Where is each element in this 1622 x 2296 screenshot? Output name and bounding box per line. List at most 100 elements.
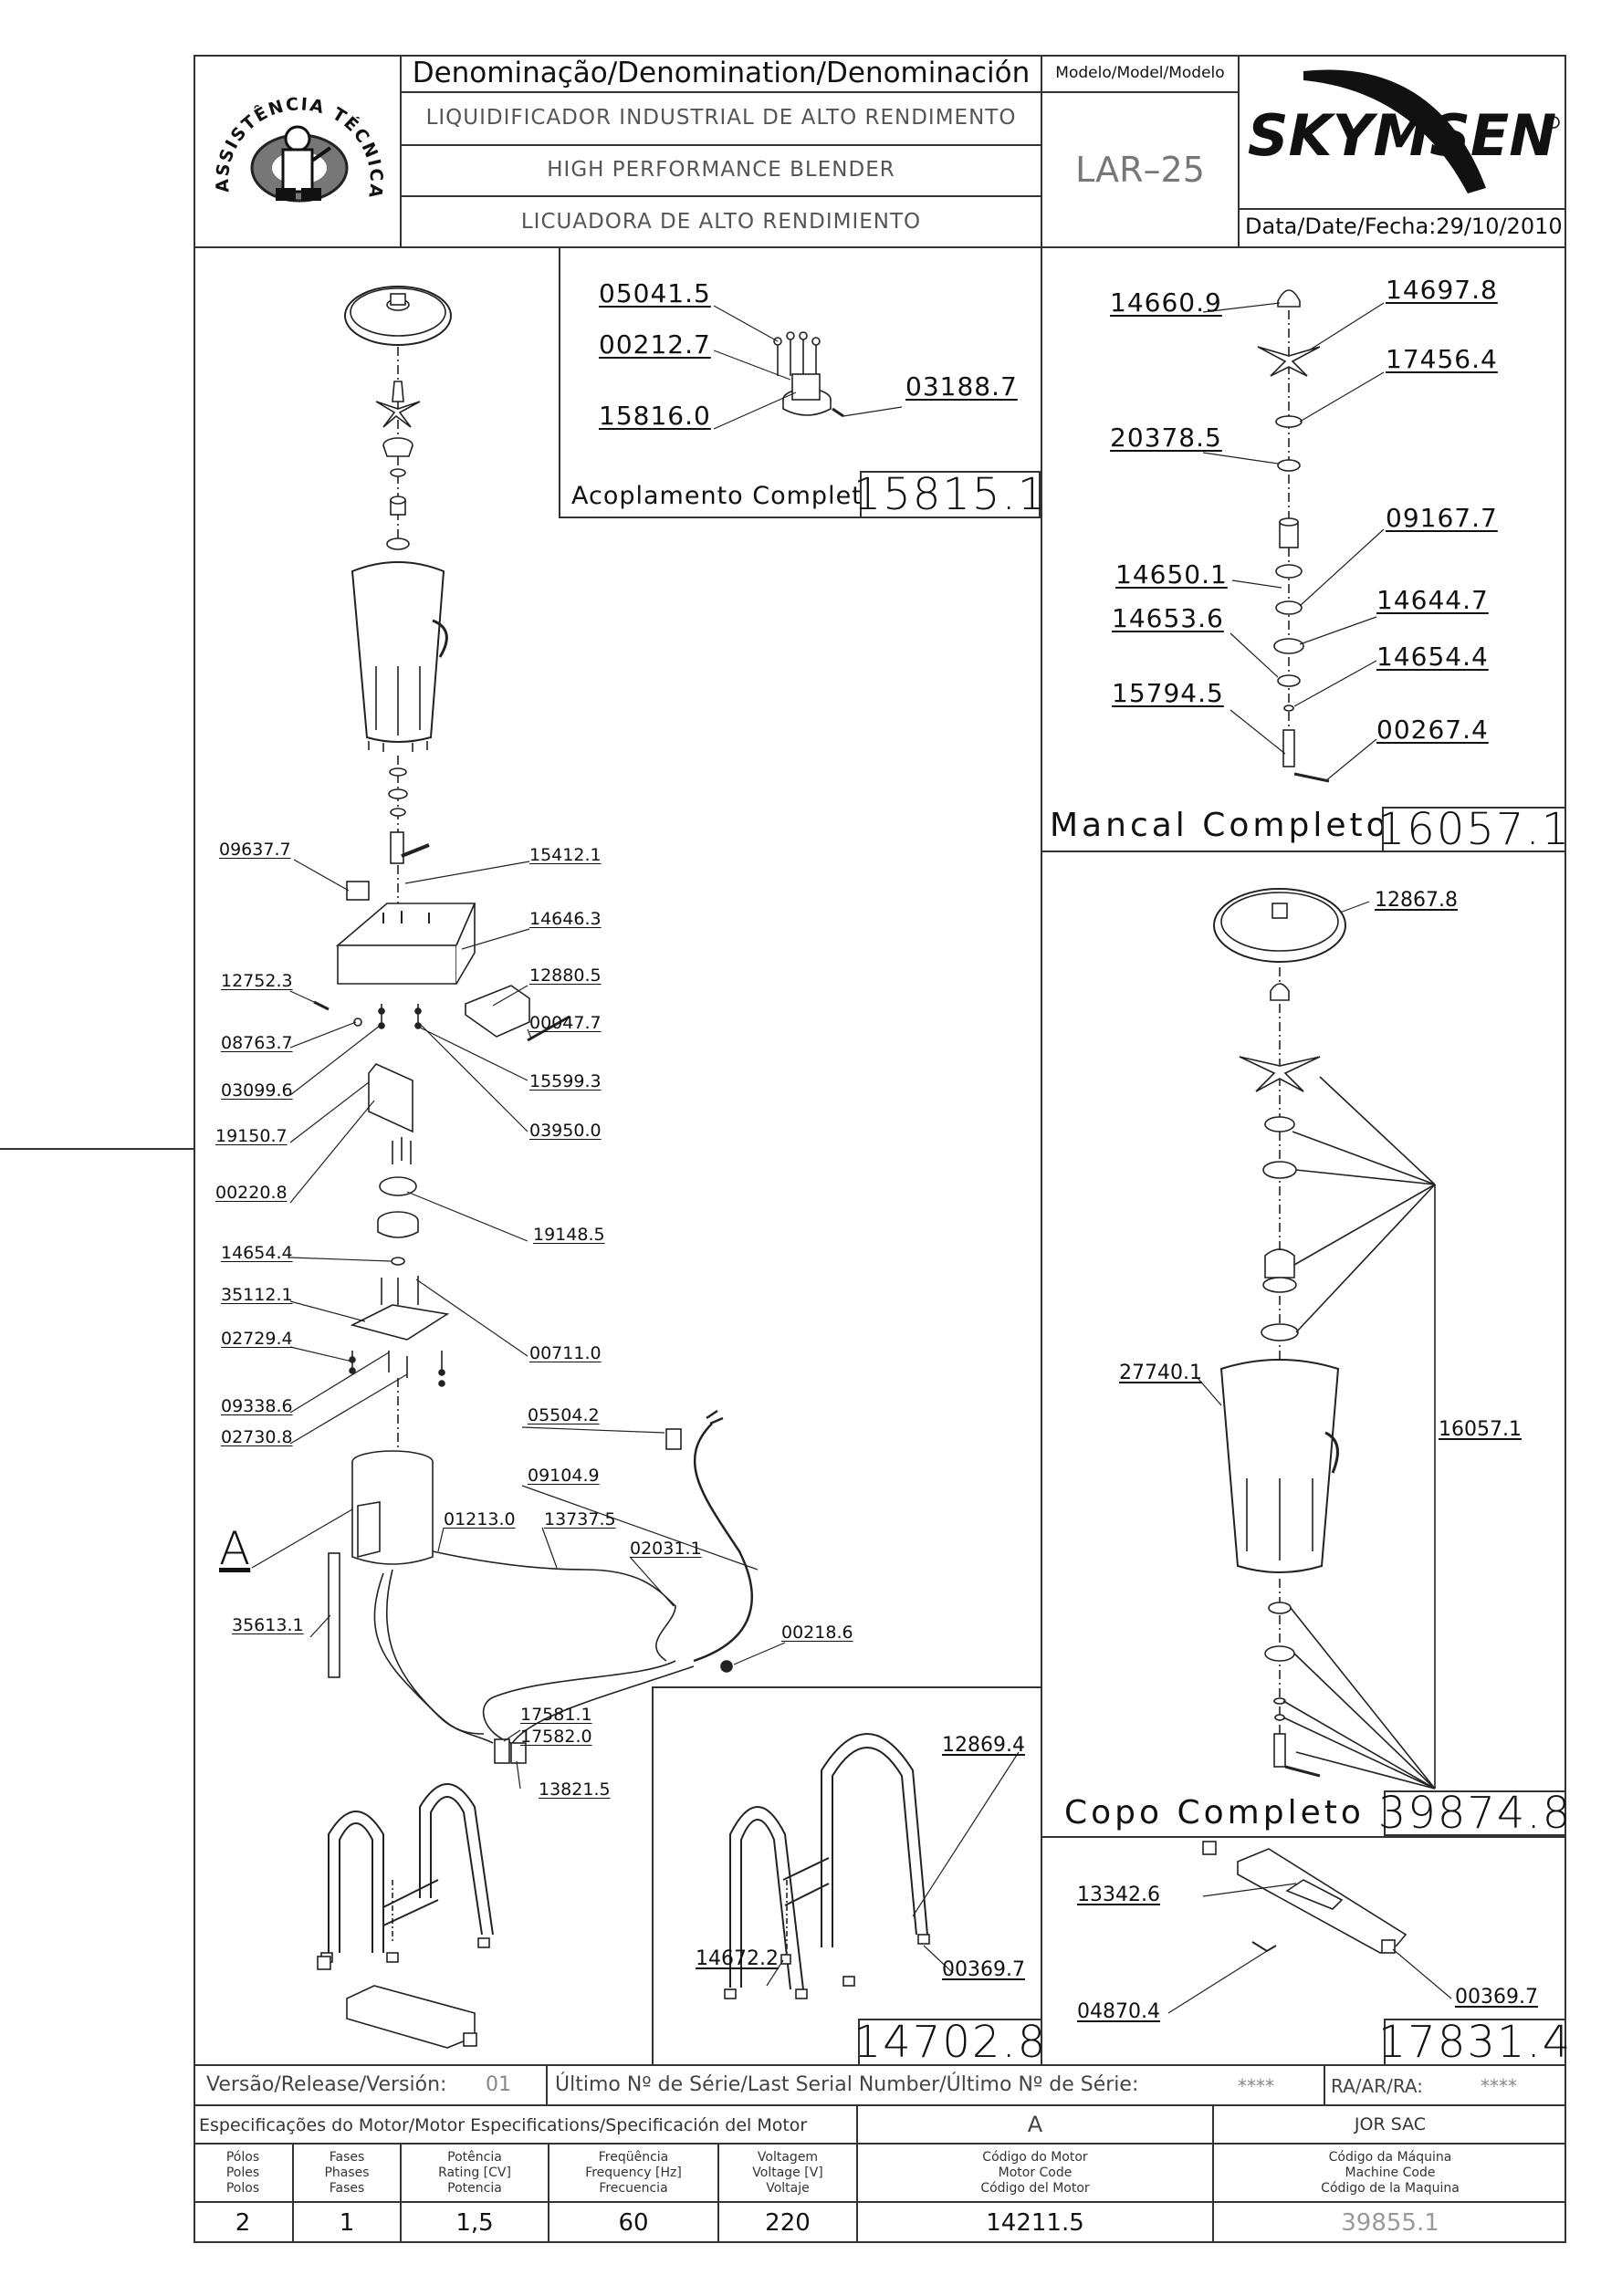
part-label: 15794.5: [1112, 678, 1224, 708]
part-label: 00369.7: [942, 1958, 1025, 1981]
brand-logo: SKYMSEN: [1248, 69, 1560, 193]
bearing-assembly-code: 16057.1: [1376, 804, 1572, 855]
part-label: 15599.3: [529, 1071, 602, 1091]
coupling-box-bottom: [559, 517, 1042, 518]
ra-value: ****: [1481, 2075, 1517, 2097]
part-label: 09637.7: [219, 840, 291, 860]
part-label: 19150.7: [215, 1126, 288, 1146]
motor-marker: A: [219, 1522, 251, 1575]
denomination-title: Denominação/Denomination/Denominación: [412, 57, 1031, 89]
header-divider: [400, 195, 1041, 197]
part-label: 15412.1: [529, 845, 602, 865]
part-label: 16057.1: [1439, 1418, 1522, 1441]
release-value: 01: [486, 2073, 511, 2096]
jor-code: JOR SAC: [1354, 2114, 1427, 2134]
part-label: 02031.1: [630, 1539, 702, 1559]
footer-divider: [856, 2104, 858, 2243]
poles-value: 2: [235, 2209, 251, 2237]
coupling-box-left: [559, 246, 560, 518]
part-label: 20378.5: [1110, 423, 1222, 453]
part-label: 04870.4: [1077, 2000, 1160, 2023]
cup-box-bottom: [1041, 1836, 1566, 1838]
part-label: 14644.7: [1376, 585, 1489, 615]
part-label: 12869.4: [942, 1734, 1025, 1757]
coupling-assembly-code: 15815.1: [853, 469, 1048, 520]
part-label: 13821.5: [539, 1779, 611, 1800]
right-column-divider: [1041, 246, 1042, 2064]
cup-assembly-code: 39874.8: [1377, 1788, 1573, 1839]
motor-letter: A: [1027, 2112, 1043, 2137]
part-label: 19148.5: [533, 1225, 605, 1245]
motor-spec-title: Especificações do Motor/Motor Especifica…: [199, 2115, 808, 2135]
header-divider: [400, 55, 402, 246]
drawing-date: 29/10/2010: [1436, 214, 1563, 239]
part-label: 09167.7: [1386, 503, 1498, 533]
machine-code-value: 39855.1: [1341, 2209, 1439, 2237]
stand-assembly-code: 14702.8: [853, 2017, 1048, 2068]
coupling-assembly-name: Acoplamento Completo: [571, 482, 879, 510]
part-label: 12752.3: [221, 971, 293, 991]
part-label: 01213.0: [444, 1509, 516, 1529]
motor-code-value: 14211.5: [986, 2209, 1084, 2237]
serial-label: Último Nº de Série/Last Serial Number/Úl…: [555, 2073, 1139, 2096]
date-label: Data/Date/Fecha:29/10/2010: [1245, 214, 1563, 239]
part-label: 00212.7: [599, 329, 711, 360]
bearing-box-bottom: [1041, 851, 1566, 852]
part-label: 02730.8: [221, 1427, 293, 1447]
margin-mark: [0, 1148, 194, 1150]
frequency-value: 60: [618, 2209, 649, 2237]
part-label: 14697.8: [1386, 275, 1498, 305]
part-label: 09104.9: [528, 1466, 600, 1486]
header-divider: [1041, 55, 1042, 246]
part-label: 17582.0: [520, 1727, 592, 1747]
svg-text:SKYMSEN: SKYMSEN: [1248, 102, 1556, 169]
footer-divider: [400, 2143, 402, 2243]
bearing-assembly-name: Mancal Completo: [1050, 807, 1390, 844]
footer-divider: [194, 2201, 1566, 2203]
part-label: 35112.1: [221, 1285, 293, 1305]
part-label: 12880.5: [529, 965, 602, 986]
footer-divider: [548, 2143, 549, 2243]
part-label: 13342.6: [1077, 1884, 1160, 1906]
footer-divider: [194, 2104, 1566, 2106]
serial-value: ****: [1238, 2075, 1274, 2097]
cup-assembly-name: Copo Completo: [1064, 1794, 1365, 1832]
footer-divider: [546, 2064, 548, 2104]
model-number: LAR–25: [1075, 150, 1205, 190]
part-label: 08763.7: [221, 1033, 293, 1053]
part-label: 03099.6: [221, 1080, 293, 1101]
stand-box-top: [652, 1686, 1042, 1688]
part-label: 09338.6: [221, 1396, 293, 1416]
header-divider: [400, 91, 1238, 93]
part-label: 05504.2: [528, 1405, 600, 1425]
footer-divider: [1212, 2104, 1214, 2243]
part-label: 03950.0: [529, 1121, 602, 1141]
ra-label: RA/AR/RA:: [1331, 2075, 1423, 2097]
header-divider: [400, 144, 1041, 146]
part-label: 00369.7: [1455, 1986, 1538, 2009]
product-name-es: LICUADORA DE ALTO RENDIMIENTO: [520, 210, 922, 234]
part-label: 14672.2: [696, 1947, 779, 1970]
part-label: 17456.4: [1386, 344, 1498, 374]
footer-divider: [717, 2143, 719, 2243]
part-label: 00711.0: [529, 1343, 602, 1363]
part-label: 14646.3: [529, 909, 602, 929]
part-label: 35613.1: [232, 1615, 304, 1635]
voltage-value: 220: [765, 2209, 811, 2237]
part-label: 14654.4: [221, 1243, 293, 1263]
part-label: 05041.5: [599, 278, 711, 308]
power-value: 1,5: [455, 2209, 494, 2237]
model-title: Modelo/Model/Modelo: [1055, 64, 1225, 82]
part-label: 00218.6: [781, 1623, 853, 1643]
header-divider: [1238, 55, 1240, 246]
part-label: 12867.8: [1375, 889, 1458, 912]
part-label: 02729.4: [221, 1329, 293, 1349]
part-label: 14660.9: [1110, 287, 1222, 318]
footer-divider: [194, 2143, 1566, 2145]
product-name-en: HIGH PERFORMANCE BLENDER: [547, 158, 895, 182]
